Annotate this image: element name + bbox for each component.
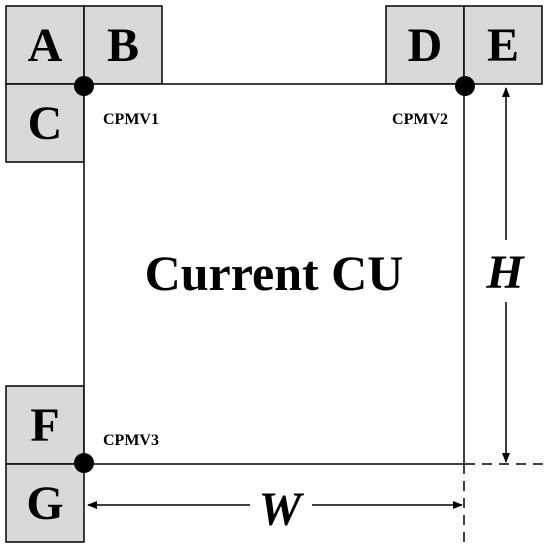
cpmv1-point bbox=[74, 76, 94, 96]
block-e-label: E bbox=[487, 19, 519, 72]
height-label: H bbox=[485, 246, 525, 299]
width-label: W bbox=[259, 483, 305, 536]
block-c-label: C bbox=[28, 97, 63, 150]
current-cu-label: Current CU bbox=[145, 245, 404, 301]
neighbor-block-g: G bbox=[5, 463, 85, 543]
neighbor-block-c: C bbox=[5, 83, 85, 163]
neighbor-block-e: E bbox=[463, 5, 543, 85]
block-f-label: F bbox=[30, 399, 59, 452]
block-g-label: G bbox=[26, 477, 63, 530]
width-dimension: W bbox=[87, 483, 463, 536]
block-b-label: B bbox=[107, 19, 139, 72]
cpmv2-label: CPMV2 bbox=[392, 111, 448, 128]
neighbor-block-a: A bbox=[5, 5, 85, 85]
neighbor-block-f: F bbox=[5, 385, 85, 465]
current-cu-block bbox=[83, 83, 465, 465]
block-d-label: D bbox=[408, 19, 443, 72]
neighbor-block-d: D bbox=[385, 5, 465, 85]
cpmv2-point bbox=[455, 76, 475, 96]
cpmv3-point bbox=[74, 453, 94, 473]
cpmv1-label: CPMV1 bbox=[103, 111, 159, 128]
cpmv3-label: CPMV3 bbox=[103, 432, 159, 449]
block-a-label: A bbox=[28, 19, 63, 72]
neighbor-block-b: B bbox=[83, 5, 163, 85]
height-dimension: H bbox=[485, 87, 525, 463]
